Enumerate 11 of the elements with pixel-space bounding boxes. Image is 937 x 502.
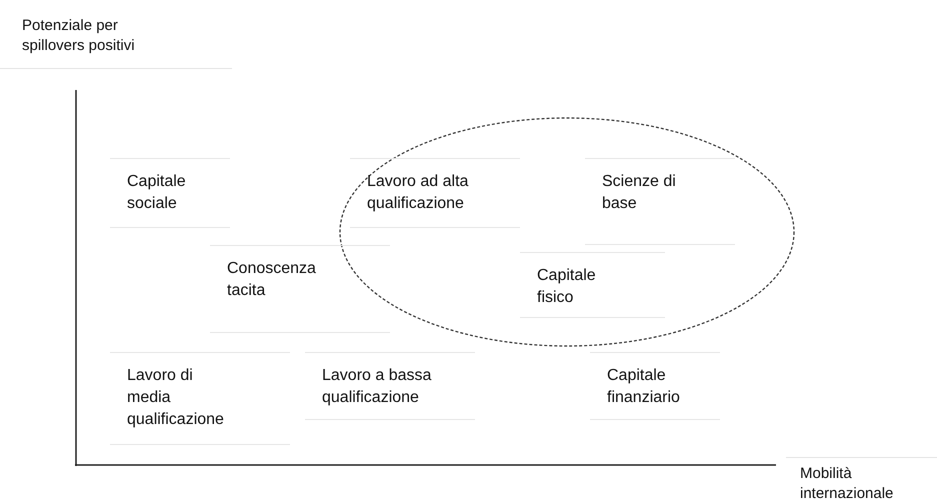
factor-label: Capitale sociale — [110, 158, 230, 228]
factor-label: Scienze di base — [585, 158, 735, 245]
factor-label: Lavoro di media qualificazione — [110, 352, 290, 445]
factor-label: Capitale fisico — [520, 252, 665, 318]
dashed-ellipse — [339, 117, 795, 347]
axis-title: Potenziale per spillovers positivi — [0, 16, 232, 69]
axis-title: Mobilità internazionale — [786, 457, 937, 502]
factor-label: Capitale finanziario — [590, 352, 720, 420]
factor-label: Lavoro a bassa qualificazione — [305, 352, 475, 420]
factor-label: Conoscenza tacita — [210, 245, 390, 333]
factor-label: Lavoro ad alta qualificazione — [350, 158, 520, 228]
